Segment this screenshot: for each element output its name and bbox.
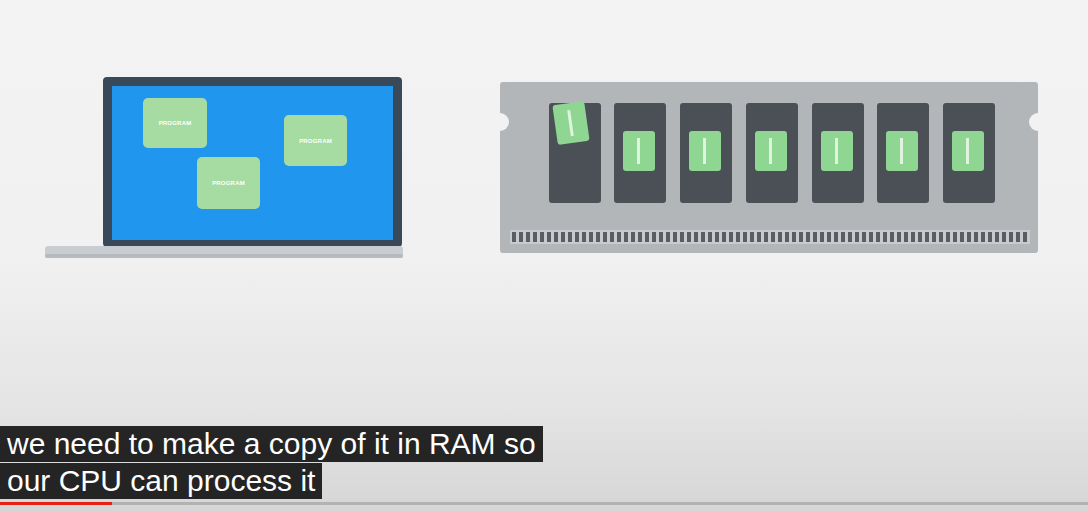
ram-pin (1009, 232, 1013, 242)
ram-pin (582, 232, 586, 242)
ram-pin (722, 232, 726, 242)
program-label: PROGRAM (159, 120, 192, 126)
progress-bar (0, 502, 112, 505)
ram-pin (764, 232, 768, 242)
ram-pin (596, 232, 600, 242)
ram-chips (549, 103, 995, 203)
program-card: PROGRAM (284, 115, 347, 166)
ram-pin (799, 232, 803, 242)
ram-pin (806, 232, 810, 242)
ram-pin (603, 232, 607, 242)
program-label: PROGRAM (212, 180, 245, 186)
program-label: PROGRAM (299, 138, 332, 144)
ram-pin (526, 232, 530, 242)
ram-pin (820, 232, 824, 242)
ram-pin (890, 232, 894, 242)
ram-pin (554, 232, 558, 242)
ram-pin (701, 232, 705, 242)
ram-pin (932, 232, 936, 242)
ram-pin (883, 232, 887, 242)
ram-pin (519, 232, 523, 242)
ram-pin (715, 232, 719, 242)
ram-pin (925, 232, 929, 242)
laptop-bezel (103, 77, 402, 247)
ram-pin (750, 232, 754, 242)
subtitle-line: our CPU can process it (0, 463, 322, 499)
ram-pin (869, 232, 873, 242)
program-card: PROGRAM (197, 157, 260, 209)
ram-pin (645, 232, 649, 242)
ram-pin (771, 232, 775, 242)
ram-pin (834, 232, 838, 242)
subtitle-line: we need to make a copy of it in RAM so (0, 426, 543, 462)
ram-pin (694, 232, 698, 242)
ram-pin (673, 232, 677, 242)
ram-pin (638, 232, 642, 242)
ram-pin (617, 232, 621, 242)
laptop-screen (112, 86, 393, 240)
ram-pin (827, 232, 831, 242)
ram-pins (510, 230, 1030, 244)
ram-pin (659, 232, 663, 242)
laptop-base (45, 246, 403, 258)
ram-pin (624, 232, 628, 242)
ram-pin (848, 232, 852, 242)
program-card: PROGRAM (143, 98, 207, 148)
ram-pin (666, 232, 670, 242)
ram-pin (911, 232, 915, 242)
ram-notch (1029, 113, 1047, 131)
ram-pin (757, 232, 761, 242)
ram-pin (687, 232, 691, 242)
progress-track (0, 502, 1088, 505)
ram-pin (778, 232, 782, 242)
ram-pin (547, 232, 551, 242)
ram-pin (1016, 232, 1020, 242)
ram-program-copies (552, 101, 984, 171)
ram-pin (995, 232, 999, 242)
ram-pin (533, 232, 537, 242)
ram-pin (652, 232, 656, 242)
ram-pin (967, 232, 971, 242)
ram-pin (1023, 232, 1027, 242)
ram-pin (855, 232, 859, 242)
ram-pin (729, 232, 733, 242)
ram-pin (785, 232, 789, 242)
ram-pin (841, 232, 845, 242)
ram-pin (708, 232, 712, 242)
ram-pin (792, 232, 796, 242)
ram-pin (680, 232, 684, 242)
ram-notch (491, 113, 509, 131)
ram-pin (939, 232, 943, 242)
ram-pin (813, 232, 817, 242)
ram-board (500, 82, 1038, 253)
ram-pin (589, 232, 593, 242)
laptop-base-edge (45, 254, 403, 258)
ram-pin (974, 232, 978, 242)
ram-pin (953, 232, 957, 242)
ram-pin (631, 232, 635, 242)
ram-pin (561, 232, 565, 242)
ram-pin (960, 232, 964, 242)
ram-pin (568, 232, 572, 242)
ram-pin (904, 232, 908, 242)
ram-pin (946, 232, 950, 242)
ram-pin (575, 232, 579, 242)
ram-pin (610, 232, 614, 242)
ram-pin (876, 232, 880, 242)
ram-pin (512, 232, 516, 242)
ram-pin-row (512, 232, 1027, 242)
ram-pin (981, 232, 985, 242)
ram-pin (862, 232, 866, 242)
ram-pin (540, 232, 544, 242)
ram-pin (736, 232, 740, 242)
ram-pin (743, 232, 747, 242)
ram-pin (1002, 232, 1006, 242)
ram-pin (988, 232, 992, 242)
ram-pin (918, 232, 922, 242)
ram-pin (897, 232, 901, 242)
